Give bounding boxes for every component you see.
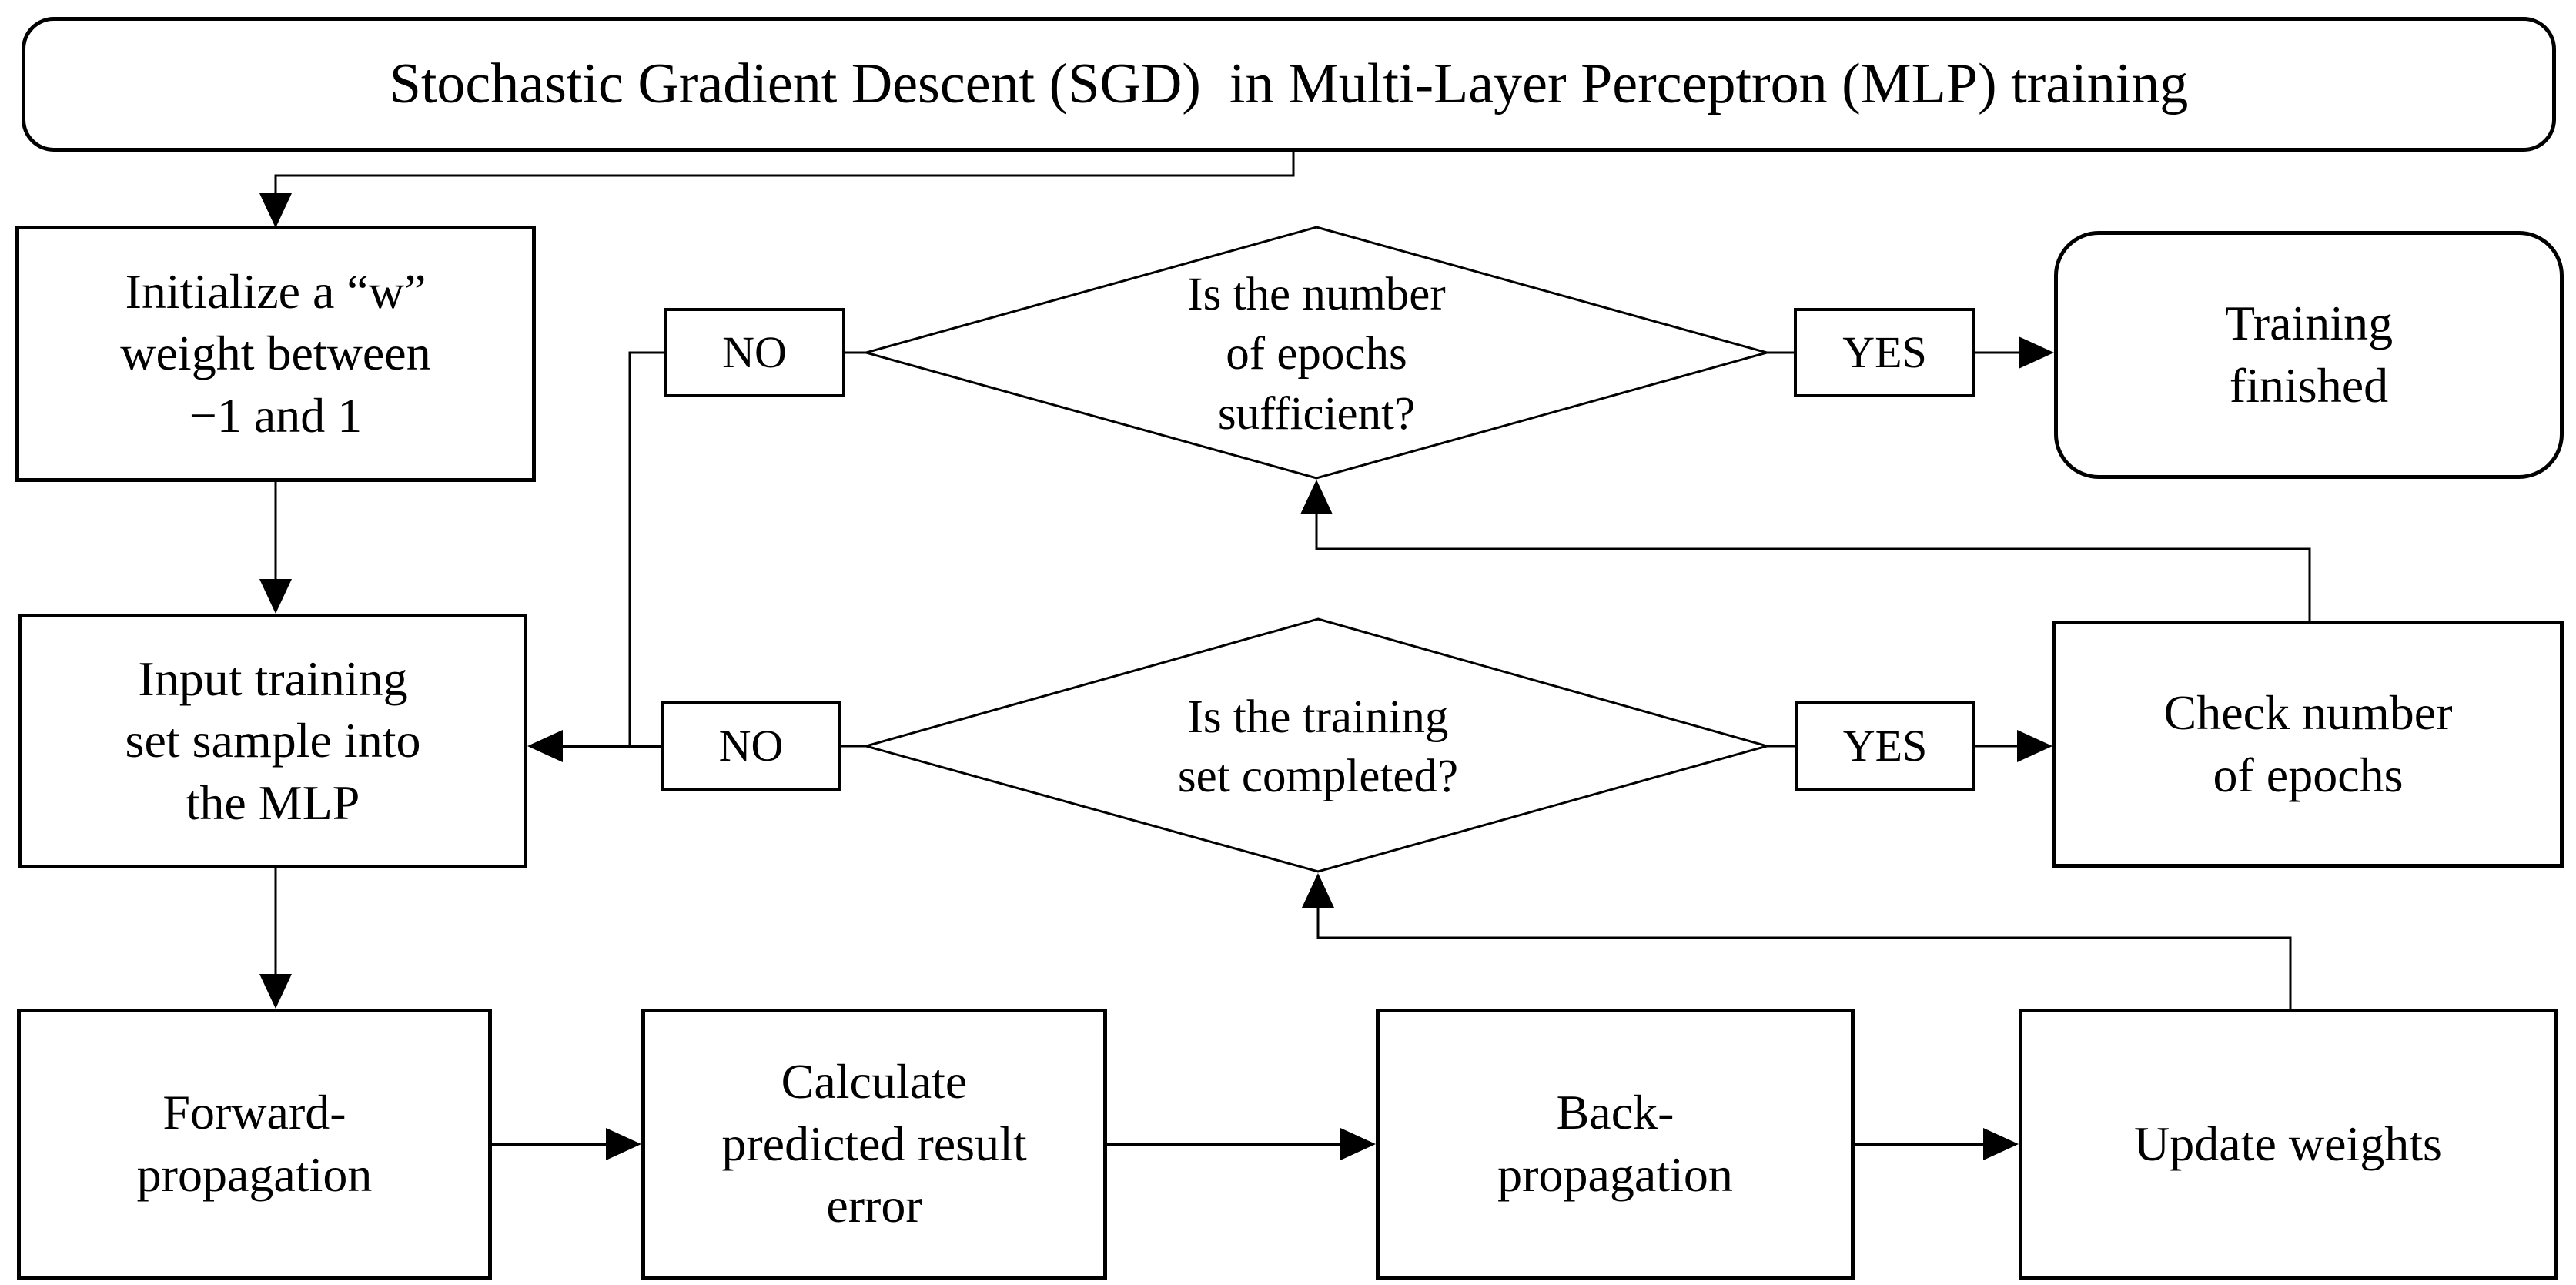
node-forward-propagation: Forward- propagation [17, 1009, 492, 1280]
node-update-weights: Update weights [2019, 1009, 2558, 1280]
arrowhead-into-input-top [259, 579, 292, 614]
text-line: set completed? [1177, 751, 1459, 802]
text-line: predicted result [721, 1116, 1027, 1171]
arrowhead-into-input-right [527, 730, 563, 762]
label-no-epochs: NO [664, 308, 845, 397]
decision-epochs-diamond [861, 226, 1771, 480]
text-line: YES [1842, 721, 1928, 771]
text-line: of epochs [1226, 328, 1407, 380]
arrowhead-into-back [1340, 1128, 1376, 1160]
arrowhead-into-update [1983, 1128, 2019, 1160]
label-no-trainset: NO [661, 701, 841, 791]
edge-check-to-diamond1 [1315, 514, 2311, 621]
arrowhead-into-check [2017, 730, 2052, 762]
title-text: Stochastic Gradient Descent (SGD) in Mul… [389, 52, 2189, 115]
text-line: weight between [120, 326, 431, 381]
node-back-propagation: Back- propagation [1376, 1009, 1855, 1280]
text-line: Check number [2163, 684, 2453, 740]
text-line: Is the number [1187, 268, 1446, 320]
arrowhead-into-finished [2019, 336, 2054, 369]
decision-epochs-text: Is the number of epochs sufficient? [1086, 254, 1547, 454]
text-line: propagation [1497, 1147, 1733, 1202]
text-line: Update weights [2134, 1116, 2442, 1171]
edge-update-to-diamond2 [1316, 908, 2292, 1009]
text-line: Calculate [781, 1054, 968, 1109]
edge-title-to-initialize [274, 152, 1295, 194]
arrowhead-into-initialize [259, 193, 292, 228]
text-line: the MLP [186, 775, 360, 830]
arrowhead-into-diamond1-bottom [1300, 480, 1333, 514]
arrowhead-into-calculate [606, 1128, 641, 1160]
title-banner: Stochastic Gradient Descent (SGD) in Mul… [22, 17, 2556, 152]
node-input-training-sample: Input training set sample into the MLP [18, 614, 527, 868]
text-line: propagation [136, 1147, 373, 1202]
text-line: error [826, 1178, 922, 1233]
text-line: Training [2224, 296, 2394, 351]
text-line: Forward- [162, 1085, 346, 1140]
node-calculate-error: Calculate predicted result error [641, 1009, 1107, 1280]
text-line: of epochs [2213, 747, 2404, 802]
text-line: finished [2229, 358, 2389, 413]
text-line: −1 and 1 [189, 387, 363, 443]
arrowhead-into-forward [259, 974, 292, 1009]
text-line: Is the training [1187, 691, 1449, 743]
node-training-finished: Training finished [2054, 231, 2564, 479]
text-line: NO [722, 327, 787, 378]
node-check-epochs: Check number of epochs [2052, 621, 2564, 868]
text-line: YES [1842, 327, 1927, 378]
text-line: Input training [138, 651, 408, 706]
text-line: sufficient? [1217, 387, 1416, 440]
decision-trainset-diamond [861, 617, 1771, 873]
text-line: NO [718, 721, 784, 771]
label-yes-epochs: YES [1794, 308, 1975, 397]
node-initialize-weight: Initialize a “w” weight between −1 and 1 [15, 226, 536, 482]
text-line: set sample into [125, 713, 421, 768]
decision-trainset-text: Is the training set completed? [1087, 685, 1549, 808]
arrowhead-into-diamond2-bottom [1302, 873, 1334, 908]
edge-no1-down-merge [628, 351, 664, 746]
text-line: Back- [1556, 1085, 1674, 1140]
label-yes-trainset: YES [1795, 701, 1975, 791]
text-line: Initialize a “w” [125, 263, 427, 319]
